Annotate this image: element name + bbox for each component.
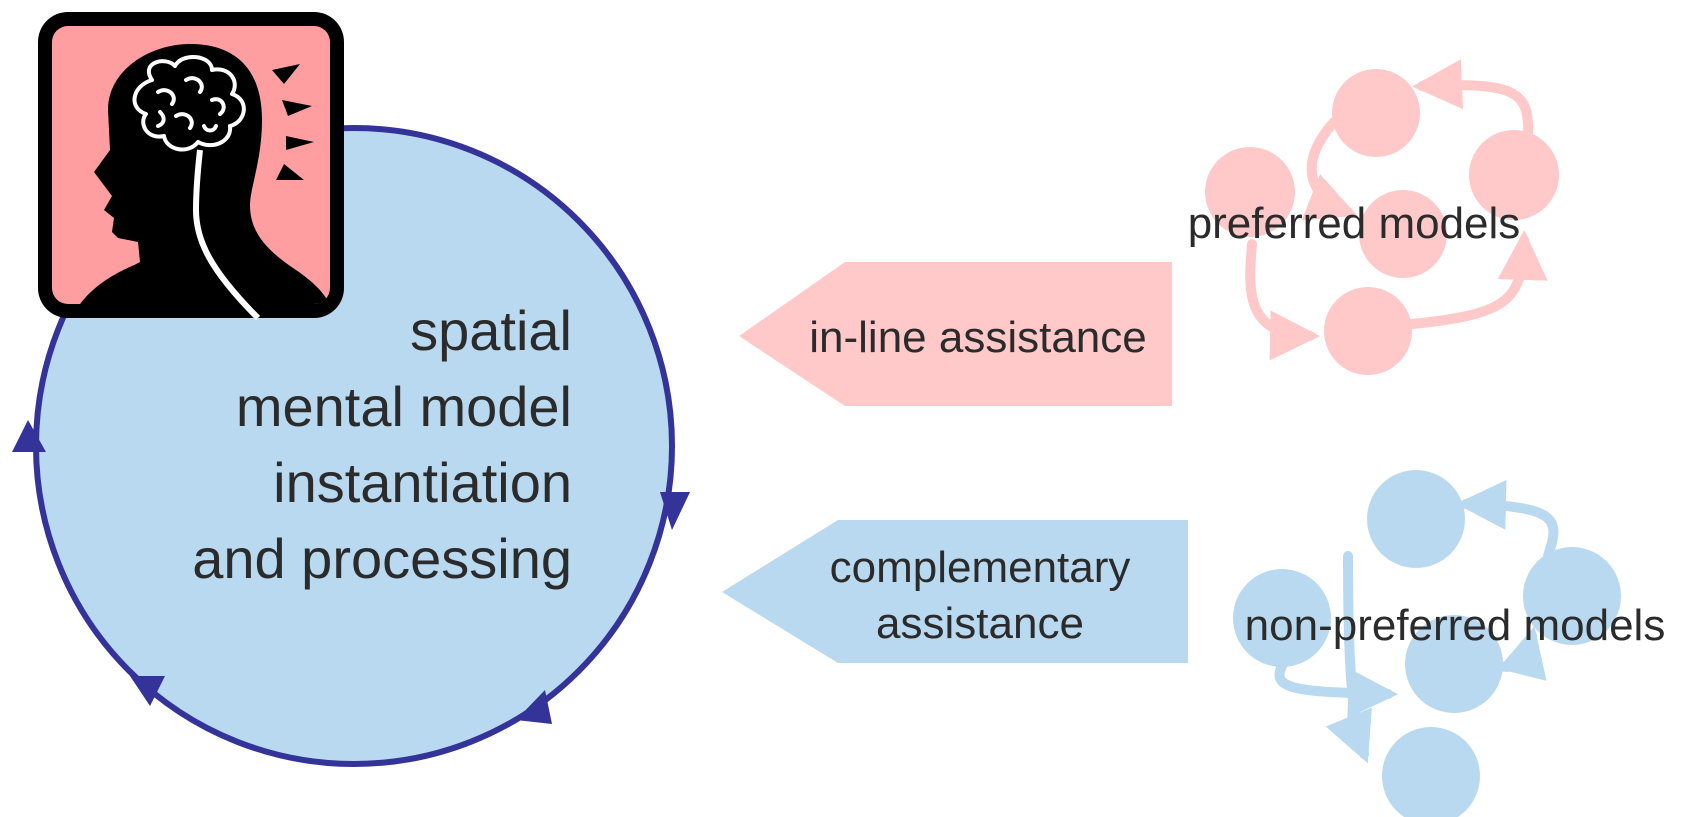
brain-outline	[132, 55, 246, 152]
preferred-node-5	[1324, 287, 1412, 375]
mental-model-line-3: instantiation	[273, 451, 572, 514]
head-brain-icon	[38, 12, 344, 321]
non-preferred-edge-4	[1495, 626, 1547, 681]
head-silhouette	[70, 44, 330, 304]
mental-model-line-4: and processing	[192, 527, 572, 590]
preferred-node-4	[1359, 190, 1447, 278]
non-preferred-edge-3	[1325, 551, 1372, 764]
non-preferred-edge-1	[1456, 479, 1559, 561]
preferred-edge-2	[1301, 117, 1358, 221]
preferred-edge-3	[1245, 239, 1320, 361]
spinal-cord	[192, 149, 261, 321]
inline-assistance-label: in-line assistance	[809, 313, 1147, 362]
cycle-arrowhead-bottom-right	[516, 690, 552, 724]
mental-model-line-1: spatial	[410, 299, 572, 362]
preferred-edge-4	[1407, 230, 1548, 329]
complementary-label-line-1: complementary	[830, 543, 1131, 592]
non-preferred-models-graph: non-preferred models	[1233, 470, 1665, 817]
non-preferred-models-label: non-preferred models	[1245, 601, 1666, 650]
non-preferred-node-5	[1382, 727, 1480, 817]
preferred-node-3	[1205, 147, 1295, 237]
non-preferred-node-4	[1405, 615, 1503, 713]
preferred-node-1	[1332, 69, 1420, 157]
preferred-models-label: preferred models	[1188, 199, 1521, 248]
preferred-edge-1	[1412, 59, 1534, 139]
preferred-node-2	[1469, 130, 1559, 220]
non-preferred-node-3	[1233, 569, 1331, 667]
complementary-label-line-2: assistance	[876, 599, 1084, 648]
thought-rays	[272, 64, 314, 180]
cycle-arrowhead-right	[660, 492, 690, 530]
non-preferred-edge-2	[1274, 661, 1398, 719]
inline-assistance-arrow: in-line assistance	[739, 262, 1172, 406]
cycle-arrowhead-left	[12, 420, 46, 452]
cycle-arrowhead-bottom-left	[130, 676, 165, 706]
mental-model-line-2: mental model	[236, 375, 572, 438]
complementary-assistance-arrow: complementary assistance	[722, 520, 1188, 663]
non-preferred-node-2	[1523, 547, 1621, 645]
non-preferred-node-1	[1367, 470, 1465, 568]
preferred-models-graph: preferred models	[1188, 59, 1559, 375]
